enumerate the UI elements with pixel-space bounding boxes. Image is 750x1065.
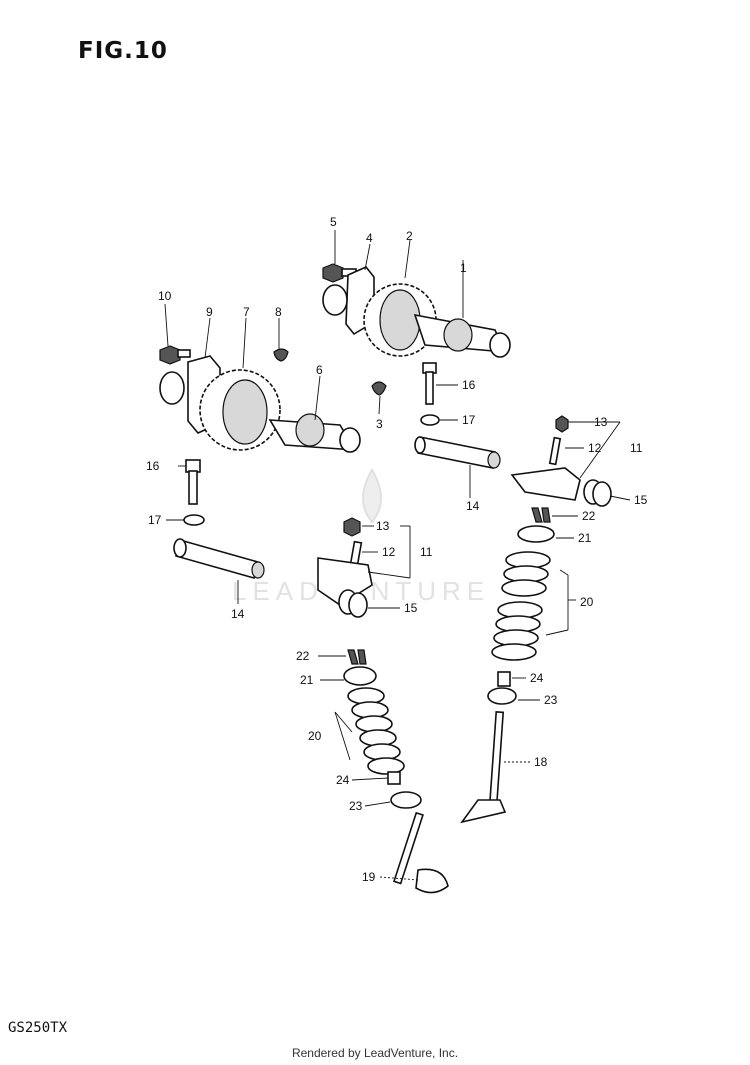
callout-17-left: 17: [148, 513, 162, 527]
callout-8: 8: [275, 305, 282, 319]
callout-22-right: 22: [582, 509, 596, 523]
part-19-valve-intake: [393, 811, 449, 894]
part-8-pin: [273, 348, 289, 362]
callout-12-upper: 12: [588, 441, 602, 455]
callout-24-left: 24: [336, 773, 350, 787]
callout-23-right: 23: [544, 693, 558, 707]
part-21-retainer-left: [343, 666, 377, 686]
callout-14-upper: 14: [466, 499, 480, 513]
callout-15-lower: 15: [404, 601, 418, 615]
part-11-rocker-arm-upper: [510, 415, 581, 501]
callout-15-upper: 15: [634, 493, 648, 507]
part-20-spring-right: [491, 551, 551, 661]
callout-13-upper: 13: [594, 415, 608, 429]
part-17-washer-upper: [420, 414, 440, 426]
part-3-pin: [371, 381, 387, 396]
callout-16-left: 16: [146, 459, 160, 473]
part-21-retainer-right: [517, 525, 555, 543]
exhaust-camshaft-assembly: [322, 263, 511, 358]
callout-21-right: 21: [578, 531, 592, 545]
callout-13-lower: 13: [376, 519, 390, 533]
part-18-valve-exhaust: [460, 711, 507, 824]
part-14-rocker-shaft-upper: [414, 436, 501, 469]
footer-credit: Rendered by LeadVenture, Inc.: [291, 1046, 459, 1060]
part-12-adjuster-upper: [548, 436, 562, 466]
part-14-rocker-shaft-left: [173, 538, 265, 579]
callout-11-lower: 11: [420, 545, 433, 559]
callout-9: 9: [206, 305, 213, 319]
callout-20-left: 20: [308, 729, 322, 743]
callout-2: 2: [406, 229, 413, 243]
right-valve-assembly: [460, 507, 555, 824]
model-code: GS250TX: [8, 1020, 68, 1036]
callout-3: 3: [376, 417, 383, 431]
part-24-seal-right: [497, 671, 511, 687]
callout-11-upper: 11: [630, 441, 643, 455]
callout-17-upper: 17: [462, 413, 476, 427]
callout-12-lower: 12: [382, 545, 396, 559]
callout-5: 5: [330, 215, 337, 229]
callout-labels: 5 4 2 1 10 9 7 8 6 3 16 17 14 13 12 11 1…: [146, 215, 648, 884]
part-23-seat-right: [487, 687, 517, 705]
part-13-nut-lower: [343, 517, 361, 537]
part-23-seat-left: [390, 791, 422, 809]
part-15-spring-lower: [338, 589, 368, 618]
callout-6: 6: [316, 363, 323, 377]
part-17-washer-left: [183, 514, 205, 526]
part-20-spring-left: [347, 687, 405, 775]
callout-10: 10: [158, 289, 172, 303]
callout-20-right: 20: [580, 595, 594, 609]
figure-title: FIG.10: [78, 38, 168, 64]
part-22-cotter-right: [531, 507, 551, 523]
intake-camshaft-assembly: [159, 345, 361, 453]
part-16-bolt-upper: [422, 362, 437, 405]
callout-16-upper: 16: [462, 378, 476, 392]
callout-19: 19: [362, 870, 376, 884]
part-10-bolt: [159, 345, 191, 365]
part-24-seal-left: [387, 771, 401, 785]
callout-18: 18: [534, 755, 548, 769]
callout-23-left: 23: [349, 799, 363, 813]
callout-21-left: 21: [300, 673, 314, 687]
callout-1: 1: [460, 261, 467, 275]
part-13-nut-upper: [555, 415, 569, 433]
leader-lines: [164, 230, 631, 881]
callout-14-left: 14: [231, 607, 245, 621]
callout-7: 7: [243, 305, 250, 319]
watermark-flame-icon: [362, 468, 382, 524]
part-22-cotter-left: [347, 649, 367, 665]
callout-24-right: 24: [530, 671, 544, 685]
part-15-spring-upper: [583, 479, 612, 507]
left-valve-assembly: [343, 649, 449, 894]
part-16-bolt-left: [185, 459, 201, 505]
callout-22-left: 22: [296, 649, 310, 663]
part-1-camshaft: [322, 284, 511, 358]
callout-4: 4: [366, 231, 373, 245]
